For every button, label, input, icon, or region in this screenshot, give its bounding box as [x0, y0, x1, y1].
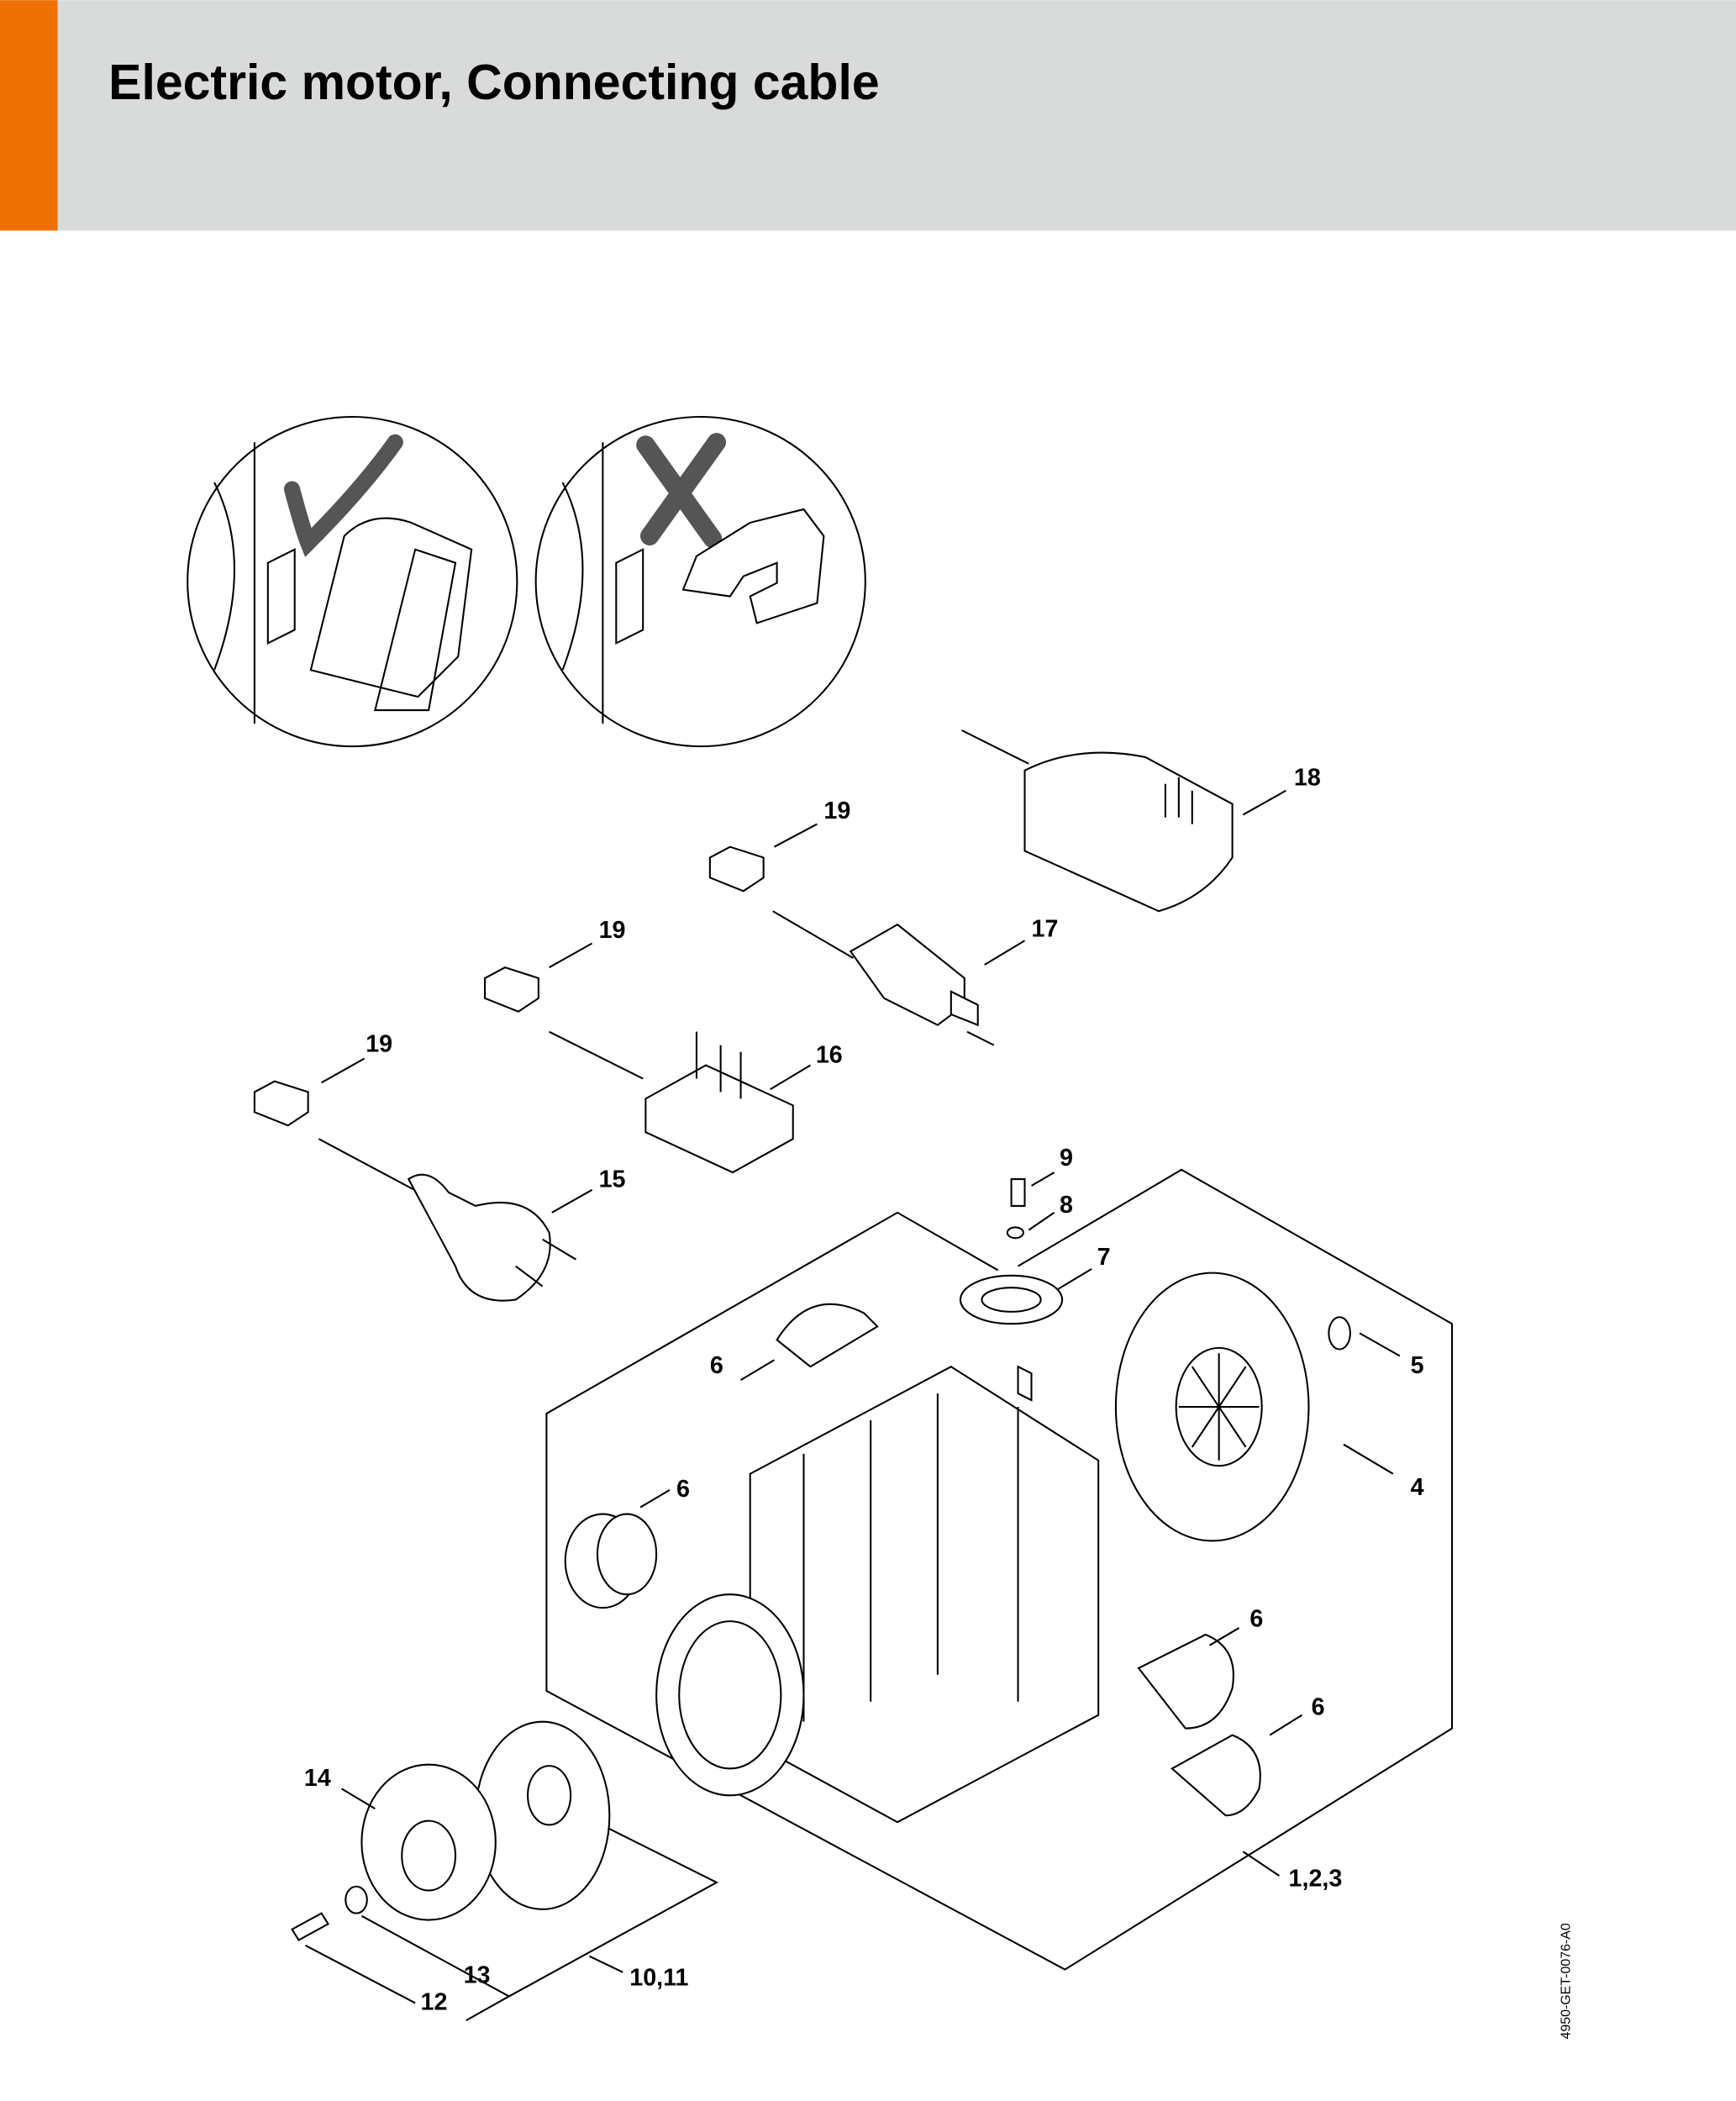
header-accent-bar	[0, 0, 58, 231]
callout-14: 14	[304, 1765, 331, 1792]
callout-8: 8	[1060, 1192, 1073, 1219]
small-parts	[564, 1172, 1401, 1877]
callout-17: 17	[1031, 915, 1058, 942]
cable-17	[708, 823, 1026, 1046]
fan-wheel-4	[1114, 1272, 1394, 1542]
motor-assembly-outline	[545, 1168, 1454, 1971]
checkmark-icon	[283, 434, 403, 557]
callout-19: 19	[366, 1031, 392, 1058]
cable-15	[253, 1057, 593, 1302]
callout-6: 6	[710, 1352, 723, 1379]
callout-6: 6	[676, 1476, 690, 1503]
electric-motor	[655, 1365, 1100, 1824]
cable-16	[484, 942, 811, 1174]
inset-incorrect	[534, 415, 866, 748]
callout-6: 6	[1312, 1694, 1325, 1721]
callout-19: 19	[599, 917, 626, 944]
inset-correct	[187, 415, 518, 748]
header: Electric motor, Connecting cable	[0, 0, 1736, 231]
plug-adapter-18	[961, 729, 1286, 913]
callout-10-11: 10,11	[629, 1965, 688, 1992]
callout-19: 19	[823, 798, 850, 824]
callout-15: 15	[599, 1166, 626, 1193]
callout-labels: 18 19 17 19 16 19 15 9 8 7 6 5 4 6 6 6 1…	[304, 764, 1424, 2015]
callout-9: 9	[1060, 1145, 1073, 1172]
callout-1-2-3: 1,2,3	[1289, 1866, 1343, 1893]
cross-icon	[636, 433, 727, 549]
header-background	[0, 0, 1736, 231]
eccentric-and-seal	[291, 1720, 719, 2022]
page-title: Electric motor, Connecting cable	[108, 55, 880, 110]
callout-13: 13	[464, 1962, 491, 1989]
callout-5: 5	[1411, 1352, 1424, 1379]
callout-16: 16	[816, 1041, 843, 1068]
callout-7: 7	[1097, 1244, 1111, 1271]
callout-4: 4	[1411, 1474, 1424, 1501]
callout-18: 18	[1294, 764, 1321, 791]
callout-6: 6	[1249, 1605, 1263, 1632]
callout-12: 12	[421, 1988, 448, 2015]
drawing-code: 4950-GET-0076-A0	[1559, 1923, 1573, 2039]
